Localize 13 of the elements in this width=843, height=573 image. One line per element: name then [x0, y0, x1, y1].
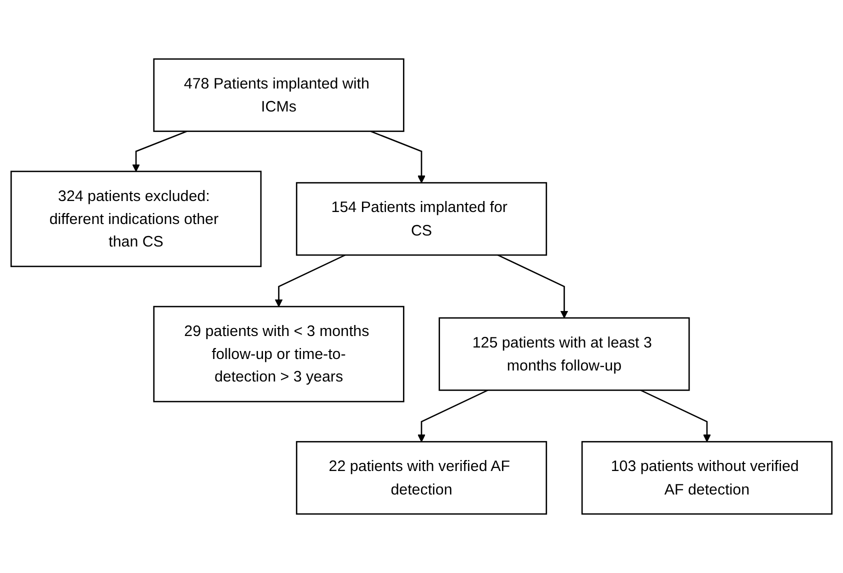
node-box: 154 Patients implanted for CS [296, 182, 548, 256]
node-box: 22 patients with verified AF detection [296, 441, 548, 515]
arrow [370, 130, 426, 184]
node-box: 478 Patients implanted with ICMs [153, 58, 404, 132]
arrow [418, 390, 488, 442]
node-box: 324 patients excluded: different indications other than CS [10, 170, 262, 268]
arrow [498, 254, 568, 318]
node-box: 103 patients without verified AF detection [581, 441, 833, 515]
arrow [274, 254, 346, 307]
node-box: 29 patients with < 3 months follow-up or time-to-detection > 3 years [153, 306, 404, 402]
node-box: 125 patients with at least 3 months follow-up [438, 317, 690, 391]
arrow [640, 390, 711, 442]
arrow [132, 130, 188, 172]
